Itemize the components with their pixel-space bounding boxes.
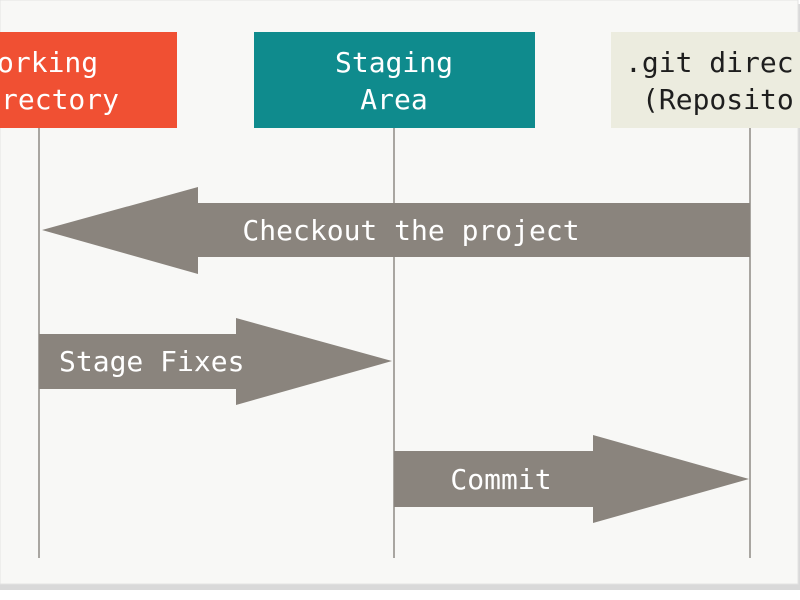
commit-arrow: Commit — [394, 435, 749, 523]
git-directory-label-line1: .git direc — [625, 46, 794, 79]
staging-area-box — [254, 32, 535, 128]
working-directory-header: orking rectory — [0, 32, 177, 128]
stage-fixes-arrow: Stage Fixes — [39, 318, 392, 405]
commit-arrow-shape — [394, 435, 749, 523]
checkout-arrow: Checkout the project — [42, 187, 750, 274]
stage-fixes-arrow-label: Stage Fixes — [59, 345, 244, 378]
git-directory-box — [611, 32, 800, 128]
staging-area-label-line2: Area — [360, 83, 427, 116]
working-directory-label-line2: rectory — [1, 83, 119, 116]
staging-area-label-line1: Staging — [335, 46, 453, 79]
staging-area-header: Staging Area — [254, 32, 535, 128]
commit-arrow-label: Commit — [450, 463, 551, 496]
working-directory-box — [0, 32, 177, 128]
checkout-arrow-shape — [42, 187, 750, 274]
git-directory-label-line2: (Reposito — [642, 83, 794, 116]
working-directory-label-line1: orking — [0, 46, 98, 79]
git-directory-header: .git direc (Reposito — [611, 32, 800, 128]
stage-fixes-arrow-shape — [39, 318, 392, 405]
checkout-arrow-label: Checkout the project — [242, 214, 579, 247]
